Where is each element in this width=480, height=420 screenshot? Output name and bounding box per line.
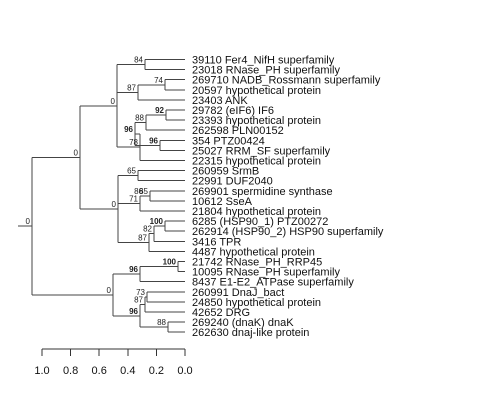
support-value: 86 [134, 187, 143, 196]
leaf-label: 23018 RNase_PH superfamily [192, 65, 340, 77]
leaf-label: 21742 RNase_PH_RRP45 [192, 257, 322, 269]
support-value: 0 [74, 149, 79, 158]
support-value: 73 [136, 288, 145, 297]
leaf-label: 8437 E1-E2_ATPase superfamily [192, 277, 354, 289]
leaf-label: 269240 (dnaK) dnaK [192, 317, 294, 329]
tree-branches [18, 59, 185, 333]
leaf-label: 10095 RNase_PH superfamily [192, 267, 340, 279]
leaf-label: 6285 (HSP90_1) PTZ00272 [192, 216, 328, 228]
support-value: 74 [154, 76, 163, 85]
leaf-label: 22991 DUF2040 [192, 176, 273, 188]
leaf-label: 262598 PLN00152 [192, 125, 284, 137]
support-value: 87 [138, 234, 147, 243]
support-value: 87 [134, 295, 143, 304]
leaf-label: 260959 SrmB [192, 166, 259, 178]
support-value: 0 [107, 286, 112, 295]
support-value: 82 [143, 225, 152, 234]
support-value: 84 [134, 56, 143, 65]
leaf-label: 3416 TPR [192, 236, 241, 248]
leaf-label: 4487 hypothetical protein [192, 246, 315, 258]
leaf-label: 22315 hypothetical protein [192, 156, 321, 168]
leaf-label: 260991 DnaJ_bact [192, 287, 284, 299]
leaf-label: 269901 spermidine synthase [192, 186, 333, 198]
support-value: 87 [127, 83, 136, 92]
support-value: 96 [129, 265, 138, 274]
distance-axis: 1.0 0.8 0.6 0.4 0.2 0.0 [34, 348, 193, 377]
axis-tick-label: 0.4 [120, 365, 135, 377]
leaf-label: 29782 (eIF6) IF6 [192, 105, 274, 117]
leaf-label: 354 PTZ00424 [192, 135, 265, 147]
support-value: 65 [127, 167, 136, 176]
support-value: 78 [129, 138, 138, 147]
axis-tick-label: 0.0 [177, 365, 192, 377]
leaf-label: 24850 hypothetical protein [192, 297, 321, 309]
support-value: 71 [129, 194, 138, 203]
leaf-label: 23393 hypothetical protein [192, 115, 321, 127]
support-value: 88 [135, 114, 144, 123]
support-value: 96 [124, 125, 133, 134]
axis-tick-label: 0.6 [92, 365, 107, 377]
leaf-label: 42652 DRG [192, 307, 250, 319]
support-values: 8474879288969678065858671100828700100967… [26, 56, 177, 328]
leaf-label: 25027 RRM_SF superfamily [192, 145, 331, 157]
axis-tick-label: 0.8 [63, 365, 78, 377]
support-value: 96 [129, 307, 138, 316]
support-value: 0 [111, 97, 116, 106]
support-value: 88 [157, 318, 166, 327]
leaf-label: 21804 hypothetical protein [192, 206, 321, 218]
leaf-label: 20597 hypothetical protein [192, 85, 321, 97]
leaf-label: 262914 (HSP90_2) HSP90 superfamily [192, 226, 384, 238]
axis-tick-label: 0.2 [149, 365, 164, 377]
support-value: 92 [155, 106, 164, 115]
support-value: 0 [26, 217, 31, 226]
support-value: 96 [149, 136, 158, 145]
axis-tick-label: 1.0 [34, 365, 49, 377]
leaf-label: 10612 SseA [192, 196, 253, 208]
support-value: 100 [150, 217, 164, 226]
leaf-label: 269710 NADB_Rossmann superfamily [192, 75, 381, 87]
leaf-label: 262630 dnaj-like protein [192, 327, 309, 339]
leaf-label: 39110 Fer4_NifH superfamily [192, 55, 335, 67]
leaf-label: 23403 ANK [192, 95, 248, 107]
support-value: 100 [163, 258, 177, 267]
support-value: 85 [139, 187, 148, 196]
support-value: 0 [112, 200, 117, 209]
